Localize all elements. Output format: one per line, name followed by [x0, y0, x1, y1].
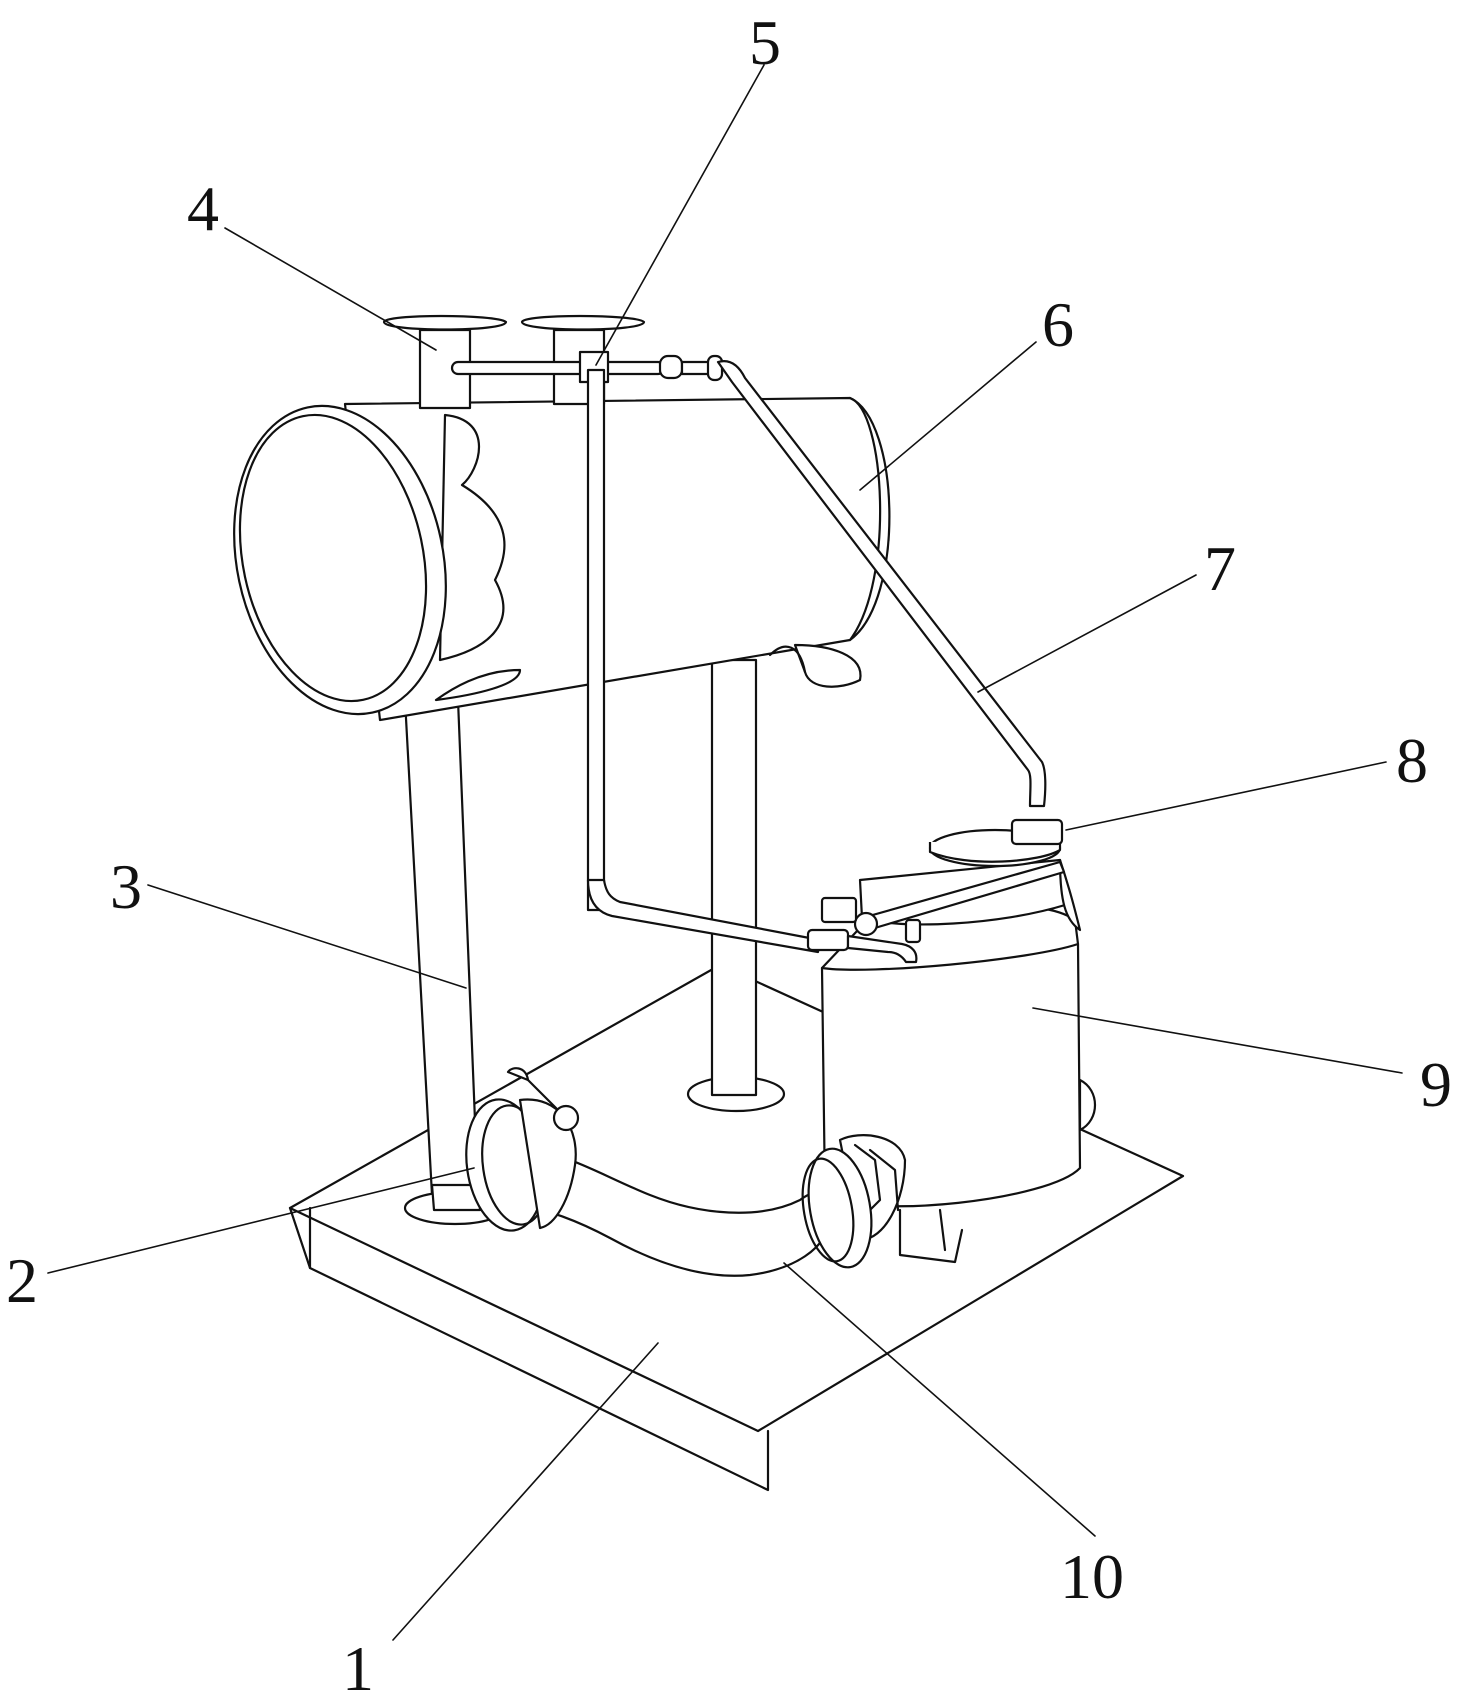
- callout-8: 8: [1396, 725, 1428, 796]
- leader-2: [47, 1167, 475, 1274]
- callout-2: 2: [6, 1245, 38, 1316]
- leader-10: [783, 1262, 1096, 1537]
- callout-3: 3: [110, 851, 142, 922]
- leader-8: [1065, 761, 1387, 831]
- lever-arm: [806, 860, 1066, 964]
- leader-6: [859, 341, 1037, 491]
- float-cap: [928, 818, 1064, 868]
- leader-1: [392, 1342, 659, 1641]
- callout-1: 1: [342, 1633, 374, 1699]
- leader-5: [595, 64, 765, 366]
- bottom-pipe: [465, 1067, 907, 1277]
- callout-6: 6: [1042, 289, 1074, 360]
- callout-9: 9: [1420, 1049, 1452, 1120]
- callouts: 1 2 3 4 5 6 7 8 9 10: [6, 7, 1452, 1699]
- callout-5: 5: [749, 7, 781, 78]
- link-pipe: [586, 878, 822, 954]
- leader-4: [224, 227, 437, 351]
- horizontal-tank: [233, 396, 891, 722]
- callout-4: 4: [187, 173, 219, 244]
- vent-pipe: [450, 350, 724, 912]
- callout-10: 10: [1060, 1541, 1124, 1612]
- callout-7: 7: [1204, 533, 1236, 604]
- leader-lines: [47, 64, 1403, 1641]
- leader-7: [977, 574, 1197, 693]
- leader-9: [1032, 1007, 1403, 1074]
- leader-3: [147, 884, 467, 989]
- diagonal-pipe: [716, 360, 1047, 808]
- rear-column: [686, 658, 786, 1113]
